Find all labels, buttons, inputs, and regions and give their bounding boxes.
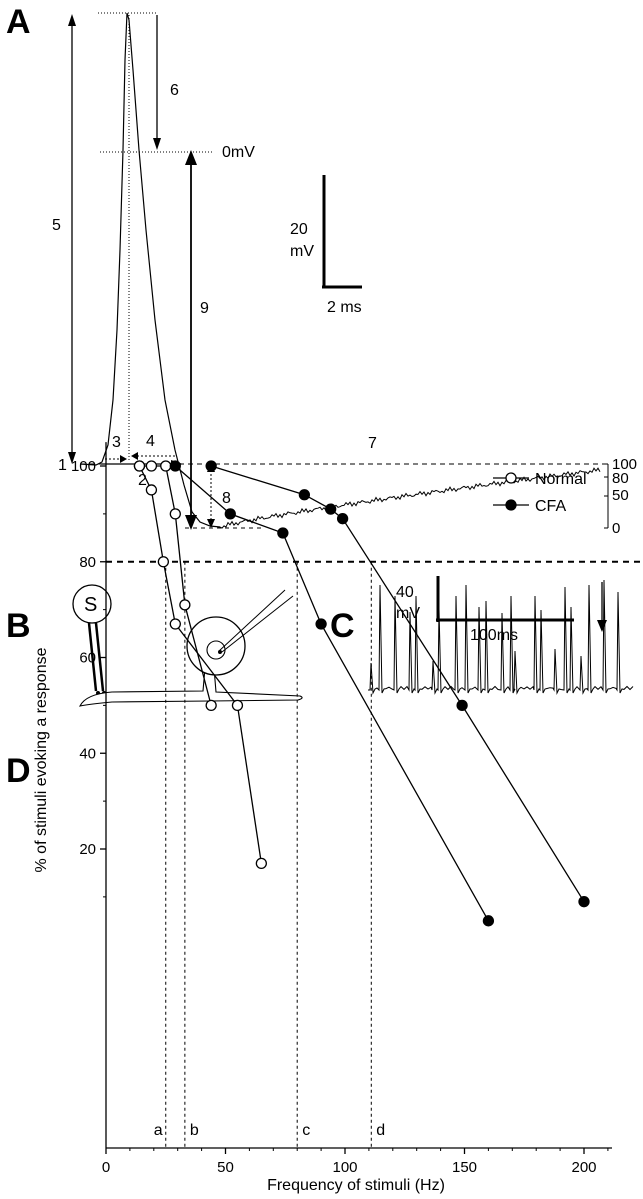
label-9: 9 [200, 300, 209, 317]
series-1-point-4 [231, 699, 244, 712]
x-tick-label-0: 0 [102, 1159, 110, 1176]
panel-a: A 5 6 0mV 9 1 3 4 [6, 3, 637, 537]
legend-label-0: Normal [535, 471, 587, 488]
series-0-point-5 [205, 699, 217, 712]
series-2-point-1 [298, 489, 311, 501]
series-1-point-2 [157, 556, 170, 568]
zero-mv-label: 0mV [222, 144, 255, 161]
series-3-point-3 [315, 618, 327, 630]
series-2-point-3 [336, 513, 349, 525]
nerve-fiber [79, 667, 303, 707]
y-tick-label-60: 60 [79, 650, 96, 667]
y-tick-label-80: 80 [79, 554, 96, 571]
x-ticks: 0 50 100 150 200 [102, 1148, 609, 1176]
stimulator-label: S [84, 594, 97, 616]
series-0-point-4 [179, 599, 191, 611]
annotation-label-b: b [190, 1122, 199, 1139]
annotation-label-a: a [154, 1122, 163, 1139]
stim-electrode-left [87, 622, 98, 692]
panel-letter-b: B [6, 607, 31, 645]
ahp-recovery-trace [219, 467, 601, 529]
scale-bar-a-unit: mV [290, 243, 314, 260]
arrow-4-head [131, 452, 138, 460]
recovery-label-100: 100 [612, 456, 637, 473]
panel-b: B S [6, 584, 303, 707]
series-3-point-0 [169, 460, 181, 472]
y-axis-title: % of stimuli evoking a response [33, 647, 50, 872]
recording-electrode-right [221, 595, 294, 653]
stimulator-circle [72, 584, 112, 624]
panel-letter-a: A [6, 3, 31, 41]
annotation-label-c: c [302, 1122, 310, 1139]
series-1-point-3 [169, 618, 181, 630]
frequency-annotations: a b c d [154, 561, 385, 1148]
series-3-point-1 [224, 508, 236, 520]
series-2-point-4 [456, 699, 468, 712]
arrow-5-head-top [68, 14, 76, 26]
series-1-point-5 [255, 857, 268, 870]
series-3-point-2 [277, 527, 289, 539]
y-tick-label-100: 100 [71, 458, 96, 475]
label-3: 3 [112, 434, 121, 451]
panel-letter-c: C [330, 607, 355, 645]
annotation-label-d: d [376, 1122, 385, 1139]
recovery-label-50: 50 [612, 487, 629, 504]
series-1-point-1 [145, 484, 158, 496]
series-0-point-3 [169, 508, 181, 520]
series-0-point-2 [160, 460, 172, 472]
x-tick-label-50: 50 [217, 1159, 234, 1176]
legend-label-1: CFA [535, 498, 566, 515]
label-6: 6 [170, 82, 179, 99]
y-tick-label-40: 40 [79, 745, 96, 762]
y-ticks: 20 40 60 80 100 [71, 458, 106, 898]
recording-electrode-left [218, 589, 286, 652]
legend-marker-0 [505, 472, 517, 484]
label-5: 5 [52, 217, 61, 234]
x-axis-title: Frequency of stimuli (Hz) [267, 1177, 445, 1194]
series-1-point-0 [133, 460, 146, 472]
series-2-point-0 [205, 460, 217, 472]
label-8: 8 [222, 490, 231, 507]
label-2: 2 [138, 472, 147, 489]
arrow-3-head [120, 455, 127, 463]
label-1: 1 [58, 457, 67, 474]
x-tick-label-200: 200 [571, 1159, 596, 1176]
spike-train-trace [368, 579, 634, 695]
spike-train [368, 579, 634, 695]
x-tick-label-100: 100 [332, 1159, 357, 1176]
panel-c: C 40 mV 100ms [330, 576, 634, 695]
stim-electrode-right [94, 622, 105, 692]
stimulus-arrow-head [597, 620, 607, 632]
y-tick-label-20: 20 [79, 841, 96, 858]
series-layer [133, 460, 590, 927]
cell-nucleus [206, 640, 226, 660]
scale-bar-a-value: 20 [290, 221, 308, 238]
label-4: 4 [146, 433, 155, 450]
scale-bar-a-time: 2 ms [327, 299, 362, 316]
legend-marker-1 [505, 499, 517, 511]
series-2-point-2 [325, 503, 337, 515]
arrow-6-head [153, 138, 161, 150]
scale-bar-c-time: 100ms [470, 627, 518, 644]
series-line-2 [210, 465, 585, 903]
arrow-9-head-top [185, 150, 197, 165]
scale-bar-c-unit: mV [396, 605, 420, 622]
arrow-5-head-bottom [68, 452, 76, 464]
action-potential-trace [79, 12, 221, 528]
label-7: 7 [368, 435, 377, 452]
arrow-9-head-bottom [185, 515, 197, 530]
panel-letter-d: D [6, 752, 31, 790]
series-3-point-4 [482, 915, 495, 927]
series-2-point-5 [578, 896, 590, 908]
arrow-8-head-bottom [207, 519, 215, 528]
recovery-label-80: 80 [612, 470, 629, 487]
scale-bar-c-value: 40 [396, 584, 414, 601]
recovery-label-0: 0 [612, 520, 620, 537]
x-tick-label-150: 150 [452, 1159, 477, 1176]
series-0-point-1 [145, 460, 158, 472]
